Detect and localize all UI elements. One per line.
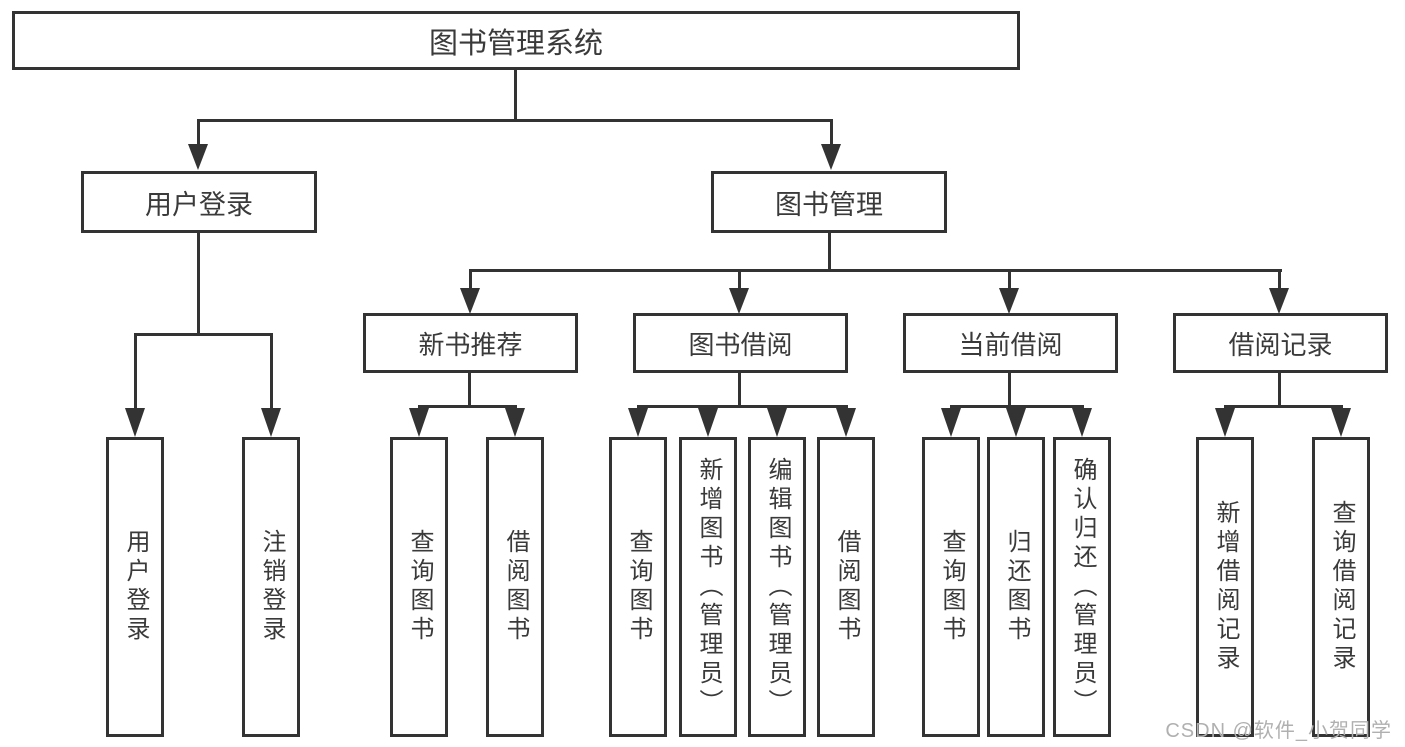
connector-line bbox=[1278, 373, 1281, 407]
node-book-borrowing: 图书借阅 bbox=[633, 313, 848, 373]
connector-line bbox=[197, 233, 200, 336]
connector-line bbox=[270, 335, 273, 411]
connector-line bbox=[469, 269, 1282, 272]
connector-line bbox=[134, 335, 137, 411]
arrow-down-icon bbox=[821, 144, 841, 170]
arrow-down-icon bbox=[836, 408, 856, 437]
node-label: 图书借阅 bbox=[688, 329, 793, 360]
node-borrowing-records: 借阅记录 bbox=[1173, 313, 1388, 373]
node-label: 新书推荐 bbox=[418, 329, 523, 360]
connector-line bbox=[197, 119, 833, 122]
arrow-down-icon bbox=[188, 144, 208, 170]
connector-line bbox=[738, 271, 741, 289]
leaf-label: 确认归还（管理员） bbox=[1069, 456, 1096, 718]
node-label: 当前借阅 bbox=[958, 329, 1063, 360]
leaf-label: 查询图书 bbox=[406, 529, 433, 645]
leaf-label: 新增借阅记录 bbox=[1212, 500, 1239, 674]
arrow-down-icon bbox=[941, 408, 961, 437]
leaf-return-books: 归还图书 bbox=[987, 437, 1045, 737]
arrow-down-icon bbox=[1072, 408, 1092, 437]
leaf-confirm-return-admin: 确认归还（管理员） bbox=[1053, 437, 1111, 737]
leaf-add-books-admin: 新增图书（管理员） bbox=[679, 437, 737, 737]
leaf-label: 注销登录 bbox=[258, 529, 285, 645]
node-book-management: 图书管理 bbox=[711, 171, 947, 233]
leaf-label: 查询图书 bbox=[625, 529, 652, 645]
arrow-down-icon bbox=[460, 288, 480, 314]
leaf-label: 借阅图书 bbox=[833, 529, 860, 645]
arrow-down-icon bbox=[409, 408, 429, 437]
connector-line bbox=[637, 405, 848, 408]
connector-line bbox=[514, 70, 517, 121]
node-new-book-recommendation: 新书推荐 bbox=[363, 313, 578, 373]
leaf-query-books-recommend: 查询图书 bbox=[390, 437, 448, 737]
connector-line bbox=[830, 121, 833, 145]
leaf-query-borrow-record: 查询借阅记录 bbox=[1312, 437, 1370, 737]
leaf-add-borrow-record: 新增借阅记录 bbox=[1196, 437, 1254, 737]
connector-line bbox=[469, 271, 472, 289]
arrow-down-icon bbox=[1215, 408, 1235, 437]
connector-line bbox=[1008, 373, 1011, 407]
node-user-login: 用户登录 bbox=[81, 171, 317, 233]
connector-line bbox=[1278, 271, 1281, 289]
node-label: 借阅记录 bbox=[1228, 329, 1333, 360]
connector-line bbox=[468, 373, 471, 407]
arrow-down-icon bbox=[505, 408, 525, 437]
leaf-label: 编辑图书（管理员） bbox=[764, 456, 791, 718]
connector-line bbox=[134, 333, 273, 336]
arrow-down-icon bbox=[698, 408, 718, 437]
leaf-label: 用户登录 bbox=[122, 529, 149, 645]
arrow-down-icon bbox=[1269, 288, 1289, 314]
leaf-edit-books-admin: 编辑图书（管理员） bbox=[748, 437, 806, 737]
leaf-borrow-books: 借阅图书 bbox=[817, 437, 875, 737]
leaf-borrow-books-recommend: 借阅图书 bbox=[486, 437, 544, 737]
arrow-down-icon bbox=[628, 408, 648, 437]
leaf-user-login: 用户登录 bbox=[106, 437, 164, 737]
arrow-down-icon bbox=[767, 408, 787, 437]
leaf-label: 借阅图书 bbox=[502, 529, 529, 645]
leaf-label: 查询借阅记录 bbox=[1328, 500, 1355, 674]
leaf-logout: 注销登录 bbox=[242, 437, 300, 737]
node-label: 用户登录 bbox=[145, 189, 253, 220]
arrow-down-icon bbox=[261, 408, 281, 437]
connector-line bbox=[1224, 405, 1343, 408]
connector-line bbox=[738, 373, 741, 407]
node-library-management-system: 图书管理系统 bbox=[12, 11, 1020, 70]
arrow-down-icon bbox=[125, 408, 145, 437]
arrow-down-icon bbox=[1331, 408, 1351, 437]
connector-line bbox=[828, 233, 831, 271]
connector-line bbox=[1008, 271, 1011, 289]
leaf-query-books-borrowing: 查询图书 bbox=[609, 437, 667, 737]
csdn-watermark: CSDN @软件_小贺同学 bbox=[1165, 720, 1392, 742]
leaf-label: 新增图书（管理员） bbox=[695, 456, 722, 718]
leaf-label: 归还图书 bbox=[1003, 529, 1030, 645]
arrow-down-icon bbox=[729, 288, 749, 314]
connector-line bbox=[418, 405, 517, 408]
node-label: 图书管理 bbox=[775, 189, 883, 220]
arrow-down-icon bbox=[1006, 408, 1026, 437]
connector-line bbox=[197, 121, 200, 145]
leaf-label: 查询图书 bbox=[938, 529, 965, 645]
node-current-borrowing: 当前借阅 bbox=[903, 313, 1118, 373]
leaf-query-books-current: 查询图书 bbox=[922, 437, 980, 737]
node-label: 图书管理系统 bbox=[428, 27, 603, 60]
arrow-down-icon bbox=[999, 288, 1019, 314]
connector-line bbox=[950, 405, 1084, 408]
